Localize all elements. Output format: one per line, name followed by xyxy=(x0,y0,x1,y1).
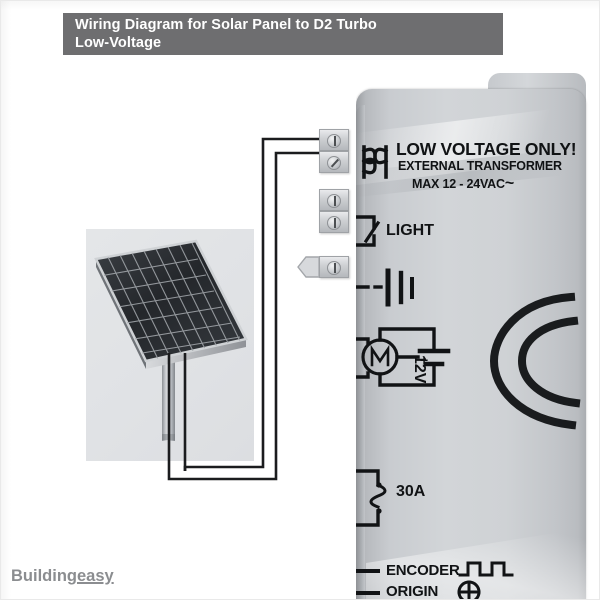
max-voltage-label: MAX 12 - 24VAC~ xyxy=(412,175,514,193)
solar-negative-wire xyxy=(167,151,319,481)
antenna-icon xyxy=(356,268,414,307)
watermark-prefix: Building xyxy=(11,567,77,585)
fuse-icon xyxy=(356,469,387,527)
encoder-leads-icon xyxy=(356,569,380,595)
control-box-body: LOW VOLTAGE ONLY! EXTERNAL TRANSFORMER M… xyxy=(356,89,599,600)
solar-panel-image xyxy=(86,229,254,461)
light-terminal-1[interactable] xyxy=(319,189,349,211)
title-line-1: Wiring Diagram for Solar Panel to D2 Tur… xyxy=(75,17,377,33)
square-wave-icon xyxy=(458,561,514,577)
motor-icon xyxy=(356,327,451,387)
solar-panel-module-icon xyxy=(94,239,248,369)
screw-icon xyxy=(327,261,341,275)
light-label: LIGHT xyxy=(386,222,434,239)
page-title: Wiring Diagram for Solar Panel to D2 Tur… xyxy=(75,17,499,52)
light-terminal-2[interactable] xyxy=(319,211,349,233)
max-voltage-text: MAX 12 - 24VAC xyxy=(412,177,505,191)
swirl-logo-icon xyxy=(489,292,581,430)
motor-polarity-label: + xyxy=(420,352,429,368)
ac-symbol-icon: ~ xyxy=(504,175,514,192)
crosshair-icon xyxy=(457,580,481,599)
diagram-title-bar: Wiring Diagram for Solar Panel to D2 Tur… xyxy=(63,13,503,55)
control-box-left-edge xyxy=(356,105,365,599)
transformer-icon xyxy=(361,145,389,179)
transformer-terminal-1[interactable] xyxy=(319,129,349,151)
screw-icon xyxy=(327,216,341,230)
external-transformer-label: EXTERNAL TRANSFORMER xyxy=(398,159,562,173)
control-box-symbols xyxy=(356,145,581,599)
watermark: Buildingeasy xyxy=(11,567,114,586)
switch-icon xyxy=(356,215,381,247)
low-voltage-heading: LOW VOLTAGE ONLY! xyxy=(396,139,577,159)
screw-icon xyxy=(327,134,341,148)
encoder-label: ENCODER xyxy=(386,562,460,579)
title-line-2: Low-Voltage xyxy=(75,34,162,51)
transformer-terminal-2[interactable] xyxy=(319,151,349,173)
d2-turbo-control-box: LOW VOLTAGE ONLY! EXTERNAL TRANSFORMER M… xyxy=(356,73,599,600)
solar-positive-wire xyxy=(183,137,319,471)
screw-icon xyxy=(327,194,341,208)
watermark-suffix: easy xyxy=(76,567,114,585)
screw-icon xyxy=(327,156,341,170)
antenna-terminal[interactable] xyxy=(319,256,349,278)
fuse-rating-label: 30A xyxy=(396,483,426,500)
origin-label: ORIGIN xyxy=(386,583,439,600)
